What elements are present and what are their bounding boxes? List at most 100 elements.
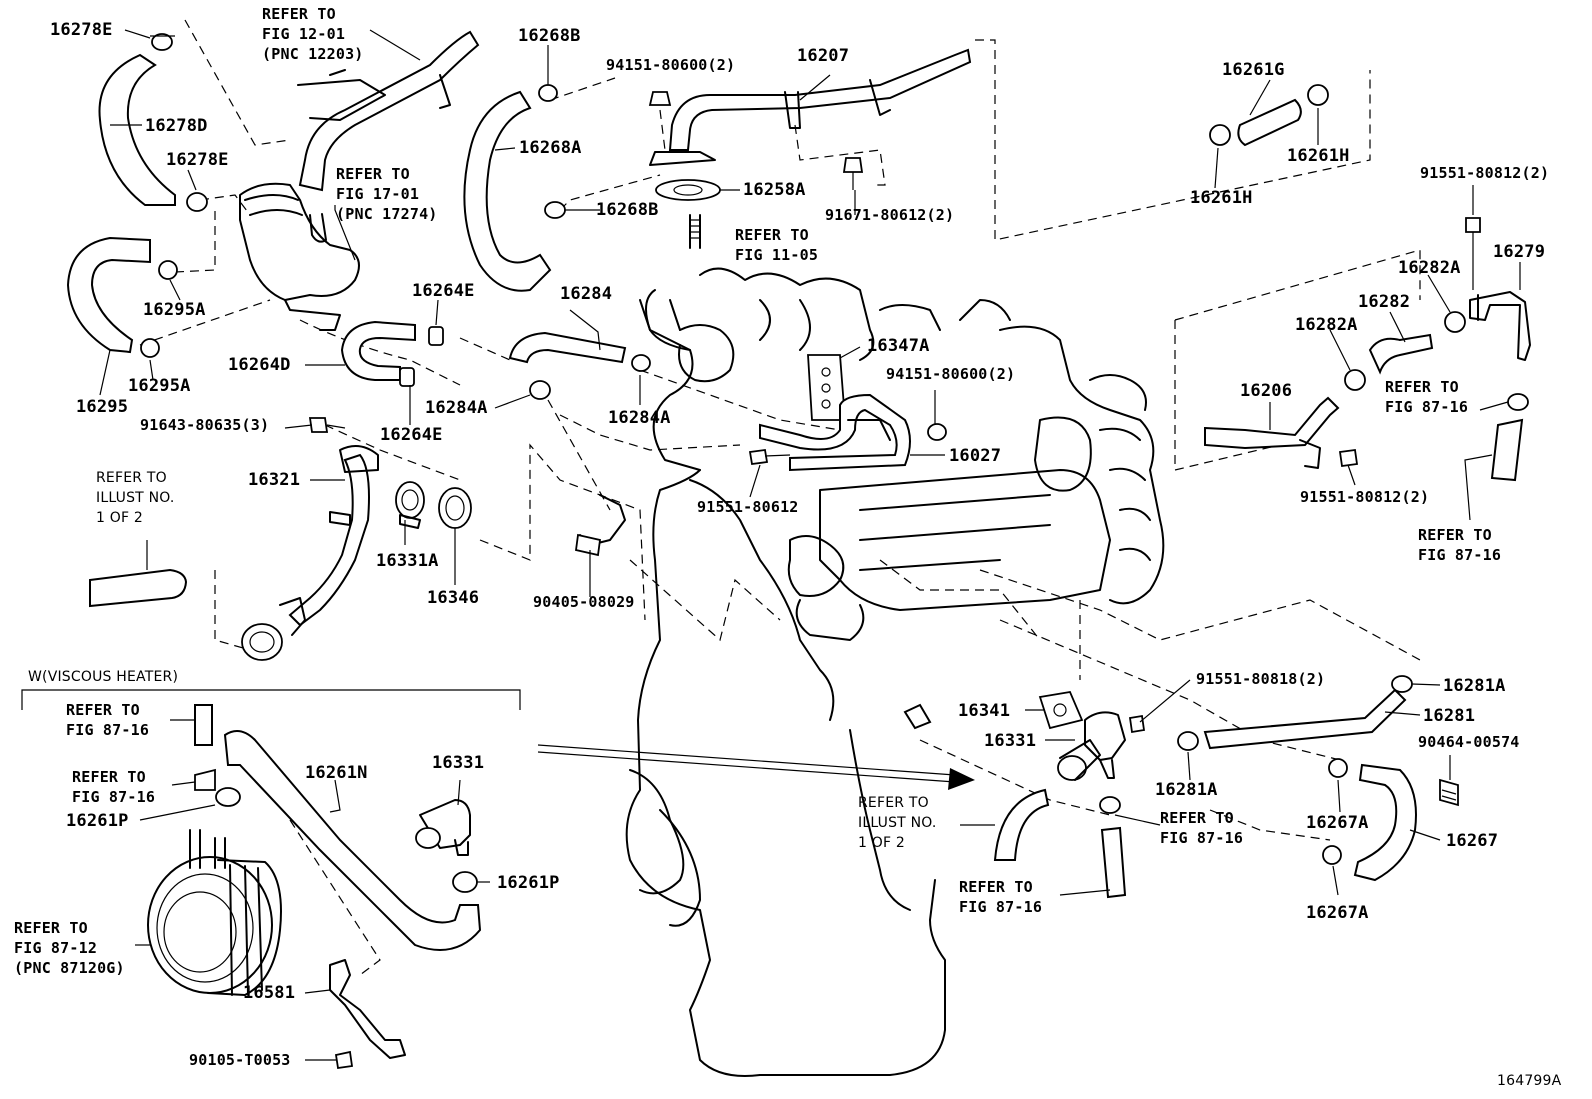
clamp-16281A-r[interactable] xyxy=(1391,675,1413,693)
bolt-91551-80812-top[interactable] xyxy=(1465,217,1481,290)
callout-16261H-right[interactable]: 16261H xyxy=(1287,146,1350,166)
clamp-16261P-l[interactable] xyxy=(215,787,241,807)
clamp-16295A-1[interactable] xyxy=(158,260,178,280)
bolt-94151-top[interactable] xyxy=(648,91,672,106)
callout-16264E-bot[interactable]: 16264E xyxy=(380,425,443,445)
callout-16261G[interactable]: 16261G xyxy=(1222,60,1285,80)
clamp-16264E-bot[interactable] xyxy=(399,367,415,387)
bracket-16581[interactable] xyxy=(329,959,406,1059)
hose-16282[interactable] xyxy=(1368,333,1434,375)
callout-16346[interactable]: 16346 xyxy=(427,588,480,608)
thermostat-16331A[interactable] xyxy=(395,481,425,529)
clamp-refer-fig-87-16-right[interactable] xyxy=(1507,393,1529,411)
clamp-16261H-l[interactable] xyxy=(1209,124,1231,146)
callout-90405-08029[interactable]: 90405-08029 xyxy=(533,593,635,611)
hose-16268A[interactable] xyxy=(463,90,552,292)
clamp-inset-1[interactable] xyxy=(194,768,216,791)
callout-16331-main[interactable]: 16331 xyxy=(984,731,1037,751)
hose-16295[interactable] xyxy=(66,236,151,354)
callout-16207[interactable]: 16207 xyxy=(797,46,850,66)
bolt-91551-80812-bot[interactable] xyxy=(1338,448,1359,468)
callout-16278E-top[interactable]: 16278E xyxy=(50,20,113,40)
clamp-16264E-top[interactable] xyxy=(428,326,444,346)
callout-16261P-left[interactable]: 16261P xyxy=(66,811,129,831)
bolt-91671[interactable] xyxy=(842,157,864,190)
callout-16284[interactable]: 16284 xyxy=(560,284,613,304)
callout-16331-sub[interactable]: 16331 xyxy=(432,753,485,773)
callout-16027[interactable]: 16027 xyxy=(949,446,1002,466)
clamp-16295A-2[interactable] xyxy=(140,338,160,358)
callout-16206[interactable]: 16206 xyxy=(1240,381,1293,401)
callout-16281A-bottom[interactable]: 16281A xyxy=(1155,780,1218,800)
callout-16581[interactable]: 16581 xyxy=(243,983,296,1003)
pipe-16321[interactable] xyxy=(241,445,379,661)
callout-16284A-1[interactable]: 16284A xyxy=(425,398,488,418)
callout-16267[interactable]: 16267 xyxy=(1446,831,1499,851)
clamp-16282A-mid[interactable] xyxy=(1344,369,1366,391)
viscous-heater-unit[interactable] xyxy=(147,829,282,996)
hose-refer-illust-right[interactable] xyxy=(993,788,1050,861)
pipe-16206[interactable] xyxy=(1204,396,1340,469)
callout-16341[interactable]: 16341 xyxy=(958,701,1011,721)
hose-refer-illust-left[interactable] xyxy=(89,568,188,608)
sensor-90405[interactable] xyxy=(574,494,626,557)
callout-16282A-mid[interactable]: 16282A xyxy=(1295,315,1358,335)
bolt-91551-80818[interactable] xyxy=(1128,714,1146,734)
callout-16261P-right[interactable]: 16261P xyxy=(497,873,560,893)
hose-refer-fig-87-16-right[interactable] xyxy=(1490,418,1524,482)
callout-16295A-1[interactable]: 16295A xyxy=(143,300,206,320)
gasket-16258A[interactable] xyxy=(655,179,721,201)
callout-16278D[interactable]: 16278D xyxy=(145,116,208,136)
clamp-16268B-bot[interactable] xyxy=(544,201,566,219)
callout-91643-80635[interactable]: 91643-80635(3) xyxy=(140,416,270,434)
callout-94151-80600-top[interactable]: 94151-80600(2) xyxy=(606,56,736,74)
pipe-fig-12-01[interactable] xyxy=(297,30,480,192)
clamp-16261P-r[interactable] xyxy=(452,871,478,893)
hose-16261N[interactable] xyxy=(223,730,482,951)
clamp-16268B-top[interactable] xyxy=(538,84,558,102)
bolt-91551-80612[interactable] xyxy=(748,448,791,466)
callout-16295[interactable]: 16295 xyxy=(76,397,129,417)
bolt-90105[interactable] xyxy=(334,1050,354,1070)
clamp-16281A-b[interactable] xyxy=(1177,731,1199,751)
callout-16281A-right[interactable]: 16281A xyxy=(1443,676,1506,696)
callout-16268B-top[interactable]: 16268B xyxy=(518,26,581,46)
callout-16264E-top[interactable]: 16264E xyxy=(412,281,475,301)
callout-91551-80612[interactable]: 91551-80612 xyxy=(697,498,799,516)
clamp-16267A-2[interactable] xyxy=(1322,845,1342,865)
gasket-16341[interactable] xyxy=(1038,690,1084,730)
callout-16267A-1[interactable]: 16267A xyxy=(1306,813,1369,833)
stud-refer-fig-11-05[interactable] xyxy=(689,214,701,249)
small-hose-near-16341[interactable] xyxy=(903,703,932,730)
hose-16284[interactable] xyxy=(508,331,627,364)
callout-91551-80812-bot[interactable]: 91551-80812(2) xyxy=(1300,488,1430,506)
hose-refer-fig-87-16-lower[interactable] xyxy=(1100,826,1127,899)
callout-16295A-2[interactable]: 16295A xyxy=(128,376,191,396)
callout-16279[interactable]: 16279 xyxy=(1493,242,1546,262)
callout-16321[interactable]: 16321 xyxy=(248,470,301,490)
viscous-heater-16331[interactable] xyxy=(415,799,471,856)
callout-16284A-2[interactable]: 16284A xyxy=(608,408,671,428)
callout-91671-80612[interactable]: 91671-80612(2) xyxy=(825,206,955,224)
callout-16258A[interactable]: 16258A xyxy=(743,180,806,200)
callout-16282[interactable]: 16282 xyxy=(1358,292,1411,312)
pipe-16027[interactable] xyxy=(759,393,911,472)
hose-16264D[interactable] xyxy=(340,320,416,381)
hose-refer-fig-87-16-inset[interactable] xyxy=(194,704,213,746)
bolt-91643[interactable] xyxy=(308,417,346,433)
callout-94151-80600-mid[interactable]: 94151-80600(2) xyxy=(886,365,1016,383)
thermostat-housing-16331[interactable] xyxy=(1057,711,1126,781)
clamp-16282A-top[interactable] xyxy=(1444,311,1466,333)
gasket-16346[interactable] xyxy=(438,487,472,529)
